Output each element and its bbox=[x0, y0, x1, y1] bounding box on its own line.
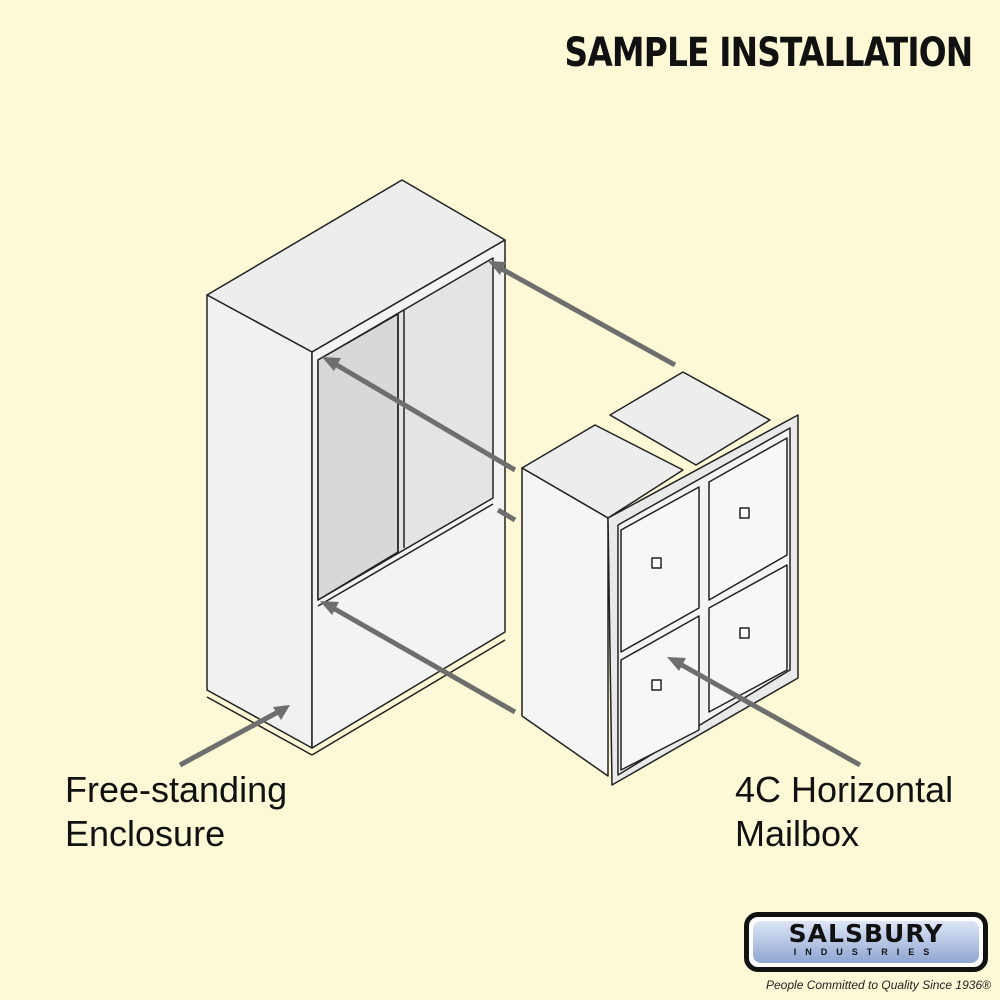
enclosure-label-line1: Free-standing bbox=[65, 769, 288, 810]
logo-name: SALSBURY bbox=[788, 919, 944, 948]
enclosure-label: Free-standing Enclosure bbox=[65, 768, 287, 856]
logo-sub: INDUSTRIES bbox=[793, 947, 939, 957]
logo-tagline: People Committed to Quality Since 1936® bbox=[766, 978, 991, 992]
mailbox bbox=[521, 371, 799, 786]
page-title: SAMPLE INSTALLATION bbox=[564, 30, 973, 76]
mailbox-label-line1: 4C Horizontal bbox=[735, 769, 954, 810]
salsbury-logo: SALSBURY INDUSTRIES bbox=[744, 912, 988, 972]
mailbox-label-line2: Mailbox bbox=[735, 813, 860, 854]
enclosure-label-line2: Enclosure bbox=[65, 813, 226, 854]
mailbox-label: 4C Horizontal Mailbox bbox=[735, 768, 953, 856]
arrows bbox=[178, 261, 862, 768]
enclosure bbox=[206, 179, 506, 756]
